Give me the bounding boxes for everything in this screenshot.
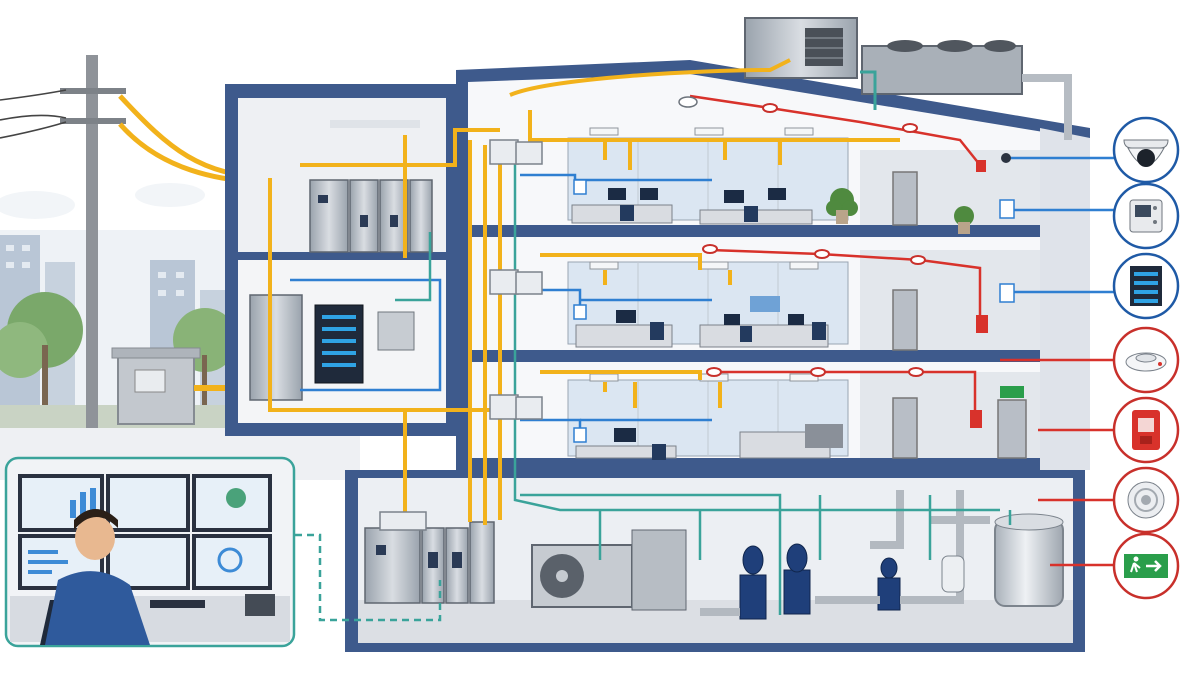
power-wiring — [268, 58, 900, 530]
callout-fire-alarm[interactable] — [1112, 396, 1180, 464]
callout-network[interactable] — [1112, 252, 1180, 320]
bms-link — [295, 533, 442, 622]
control-room-inset[interactable] — [4, 456, 296, 648]
exit-sign-icon — [1124, 554, 1168, 578]
cctv-camera-icon — [1123, 139, 1169, 167]
network-switch-icon — [1130, 266, 1162, 306]
control-wiring — [395, 160, 1012, 615]
rooftop-equipment — [744, 17, 1072, 140]
electrical-room — [249, 120, 433, 401]
mechanical-room — [364, 490, 1064, 620]
callout-intercom[interactable] — [1112, 182, 1180, 250]
callout-speaker[interactable] — [1112, 466, 1180, 534]
transformer-box — [111, 347, 250, 425]
junction-boxes — [379, 139, 543, 531]
office-furniture — [571, 188, 974, 460]
smoke-detector-icon — [1125, 352, 1167, 372]
callout-exit-sign[interactable] — [1112, 532, 1180, 600]
fire-alarm-icon — [1132, 410, 1160, 450]
intercom-panel-icon — [1129, 199, 1163, 233]
callout-cctv[interactable] — [1112, 116, 1180, 184]
building-structure — [225, 60, 1090, 652]
callout-smoke-detector[interactable] — [1112, 326, 1180, 394]
speaker-icon — [1127, 481, 1165, 519]
ceiling-devices — [573, 96, 1024, 443]
